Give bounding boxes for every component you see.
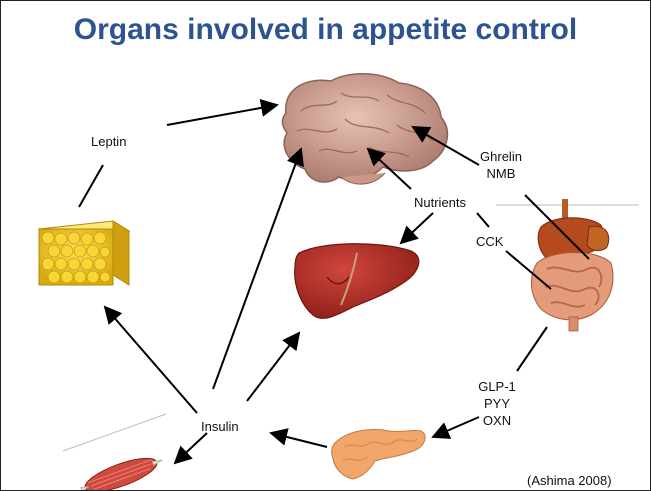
label-oxn: OXN [469, 412, 525, 429]
adipose-tissue-image [39, 221, 129, 285]
arrow-insulin-to-muscle [175, 433, 207, 463]
liver-image [295, 244, 419, 319]
label-nutrients: Nutrients [414, 194, 466, 211]
arrow-leptin-to-brain [167, 105, 277, 125]
label-cck: CCK [476, 233, 503, 250]
label-insulin: Insulin [201, 418, 239, 435]
citation: (Ashima 2008) [527, 472, 612, 489]
label-leptin: Leptin [91, 133, 126, 150]
brain-image [282, 74, 447, 184]
line-fat-to-leptin [79, 165, 103, 207]
label-ghrelin-nmb: Ghrelin NMB [471, 148, 531, 182]
line-nutrients-to-cck [477, 213, 489, 227]
arrow-insulin-to-brain [213, 149, 301, 389]
label-pyy: PYY [469, 395, 525, 412]
stomach-intestines-image [531, 199, 613, 331]
arrow-insulin-to-fat [105, 307, 197, 413]
label-ghrelin: Ghrelin [471, 148, 531, 165]
arrow-insulin-to-liver [247, 333, 299, 401]
arrow-nutrients-to-liver [401, 213, 433, 243]
divider-line [63, 414, 166, 451]
pancreas-image [332, 430, 425, 480]
arrow-pancreas-to-insulin [271, 433, 327, 447]
label-glp1-pyy-oxn: GLP-1 PYY OXN [469, 378, 525, 429]
line-intestine-to-glp1 [517, 327, 547, 371]
muscle-image [78, 450, 166, 490]
label-nmb: NMB [471, 165, 531, 182]
label-glp1: GLP-1 [469, 378, 525, 395]
